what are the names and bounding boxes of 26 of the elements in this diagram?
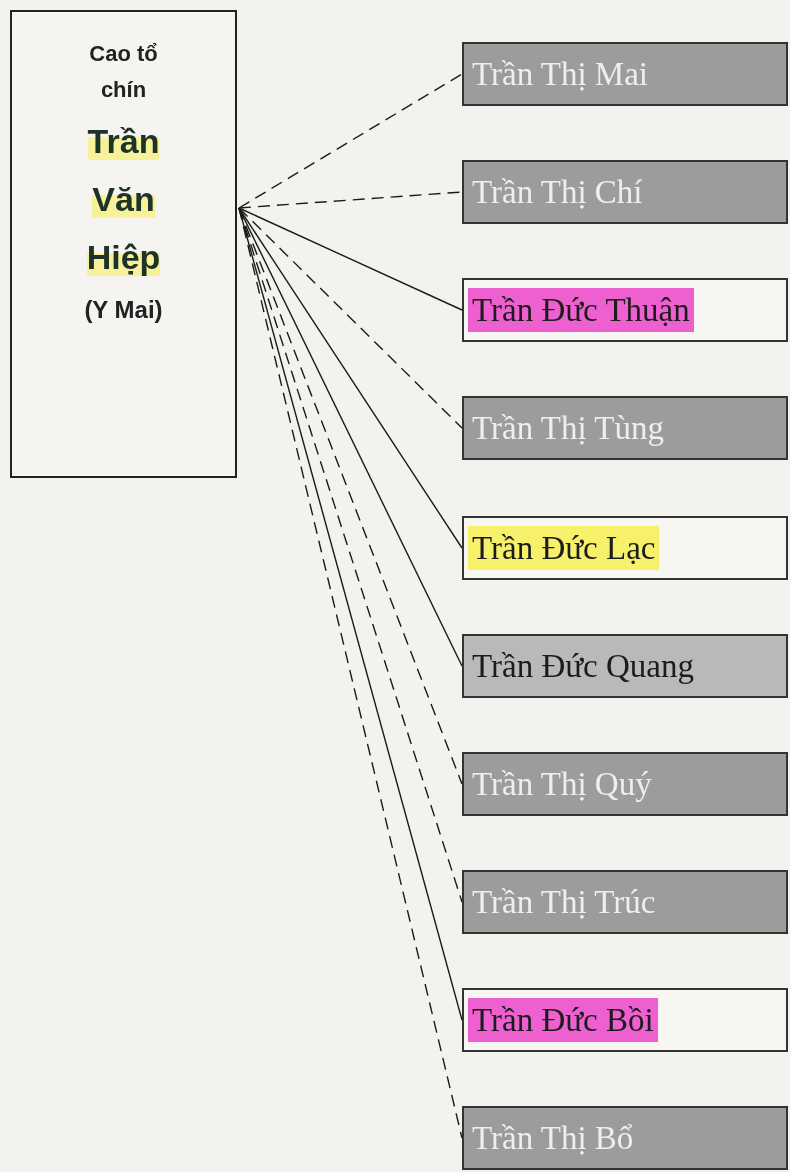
person-name: Trần Đức Bồi (468, 998, 658, 1042)
person-box (462, 870, 788, 934)
connector-line (238, 207, 463, 311)
person-box (462, 516, 788, 580)
person-box (462, 396, 788, 460)
person-name: Trần Thị Quý (471, 765, 653, 804)
person-box (462, 634, 788, 698)
generation-title: Cao tổ chín (88, 40, 159, 104)
alias-text: (Y Mai) (84, 295, 163, 325)
person-name: Trần Đức Thuận (468, 288, 694, 332)
person-box (462, 988, 788, 1052)
person-name: Trần Thị Tùng (471, 409, 665, 448)
person-name: Trần Thị Mai (471, 55, 650, 94)
person-name: Trần Thị Bổ (471, 1119, 635, 1158)
person-box (462, 752, 788, 816)
person-box (462, 278, 788, 342)
connector-line (238, 207, 463, 429)
person-box (462, 1106, 788, 1170)
person-name: Trần Thị Trúc (471, 883, 657, 922)
person-name: Trần Thị Chí (471, 173, 644, 212)
ancestor-box (10, 10, 237, 478)
connector-line (238, 73, 463, 209)
person-name: Trần Đức Lạc (468, 526, 660, 570)
person-box (462, 42, 788, 106)
person-name: Trần Đức Quang (471, 647, 695, 686)
person-box (462, 160, 788, 224)
